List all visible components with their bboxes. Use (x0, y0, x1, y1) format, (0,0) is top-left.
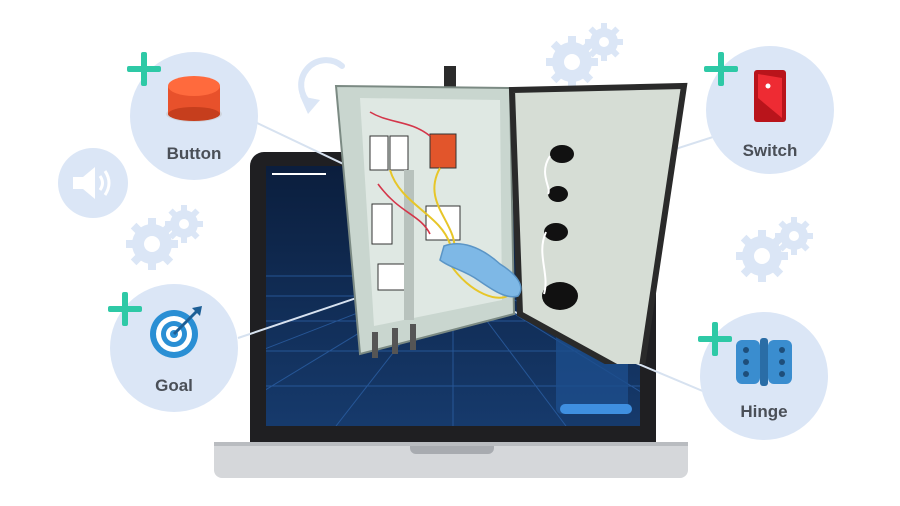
gears-icon (546, 23, 623, 88)
red-push-button-icon (166, 76, 222, 122)
electrical-cabinet (334, 66, 688, 364)
feature-label: Button (166, 144, 222, 163)
feature-bubble-goal[interactable]: Goal (110, 284, 238, 412)
hinge-icon (736, 338, 792, 386)
screen-progress-bar[interactable] (560, 404, 632, 414)
feature-label: Switch (742, 141, 798, 160)
feature-bubble-button[interactable]: Button (130, 52, 258, 180)
add-goal-icon[interactable] (108, 292, 142, 326)
feature-bubble-hinge[interactable]: Hinge (700, 312, 828, 440)
red-toggle-switch-icon (754, 70, 786, 122)
feature-label: Goal (155, 376, 193, 395)
add-hinge-icon[interactable] (698, 322, 732, 356)
add-switch-icon[interactable] (704, 52, 738, 86)
laptop-notch (410, 446, 494, 454)
target-icon (150, 306, 202, 358)
add-button-icon[interactable] (127, 52, 161, 86)
speaker-bubble[interactable] (58, 148, 128, 218)
rotate-arrow-icon (298, 57, 345, 114)
gears-icon (736, 217, 813, 282)
feature-label: Hinge (740, 402, 788, 421)
speaker-icon (73, 167, 111, 199)
gears-icon (126, 205, 203, 270)
